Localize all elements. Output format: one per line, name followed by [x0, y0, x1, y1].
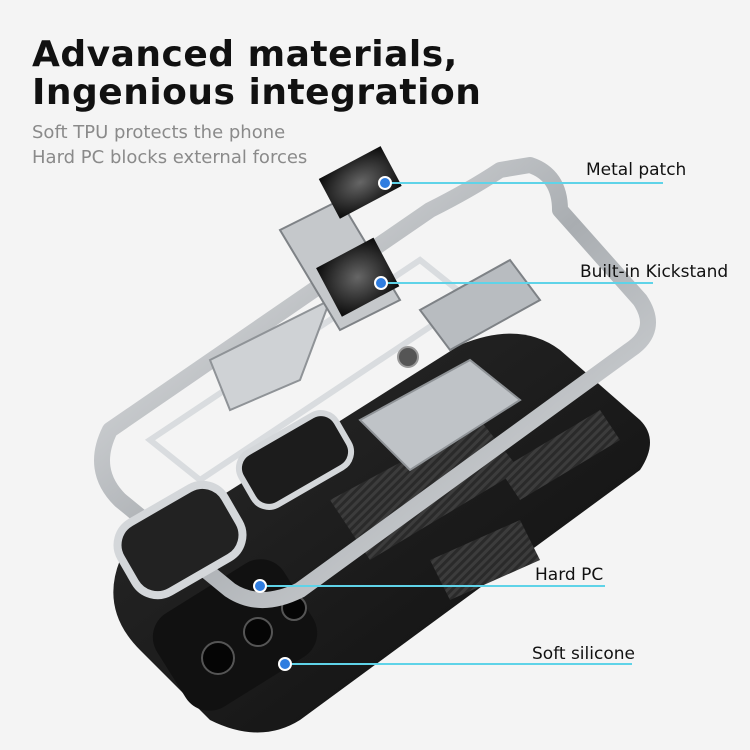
carbon-panel-2: [500, 410, 620, 500]
camera-lens-1: [201, 641, 235, 675]
headline-line-2: Ingenious integration: [32, 72, 482, 113]
callout-label-metal-patch: Metal patch: [586, 160, 687, 180]
subtext-line-1: Soft TPU protects the phone: [32, 122, 286, 143]
callout-markers: [253, 176, 392, 671]
subtext-line-2: Hard PC blocks external forces: [32, 147, 308, 168]
callout-lines: [260, 182, 663, 665]
callout-label-hard-pc: Hard PC: [535, 565, 604, 585]
marker-dot-hard-pc: [253, 579, 267, 593]
frame-window: [235, 410, 355, 510]
subtext: Soft TPU protects the phone Hard PC bloc…: [32, 120, 307, 170]
metal-patch-top: [318, 146, 402, 219]
headline-line-1: Advanced materials,: [32, 34, 458, 75]
marker-dot-metal-patch: [378, 176, 392, 190]
carbon-panel-3: [430, 520, 540, 600]
hinge-screw: [397, 346, 419, 368]
camera-lens-2: [243, 617, 273, 647]
marker-dot-soft-silicone: [278, 657, 292, 671]
callout-label-kickstand: Built-in Kickstand: [580, 262, 729, 282]
hard-pc-frame: [94, 157, 656, 608]
metal-patch-kickstand: [316, 237, 400, 317]
headline: Advanced materials, Ingenious integratio…: [32, 36, 481, 112]
lens-cutout: [113, 480, 247, 600]
marker-dot-kickstand: [374, 276, 388, 290]
callout-label-soft-silicone: Soft silicone: [532, 644, 635, 664]
